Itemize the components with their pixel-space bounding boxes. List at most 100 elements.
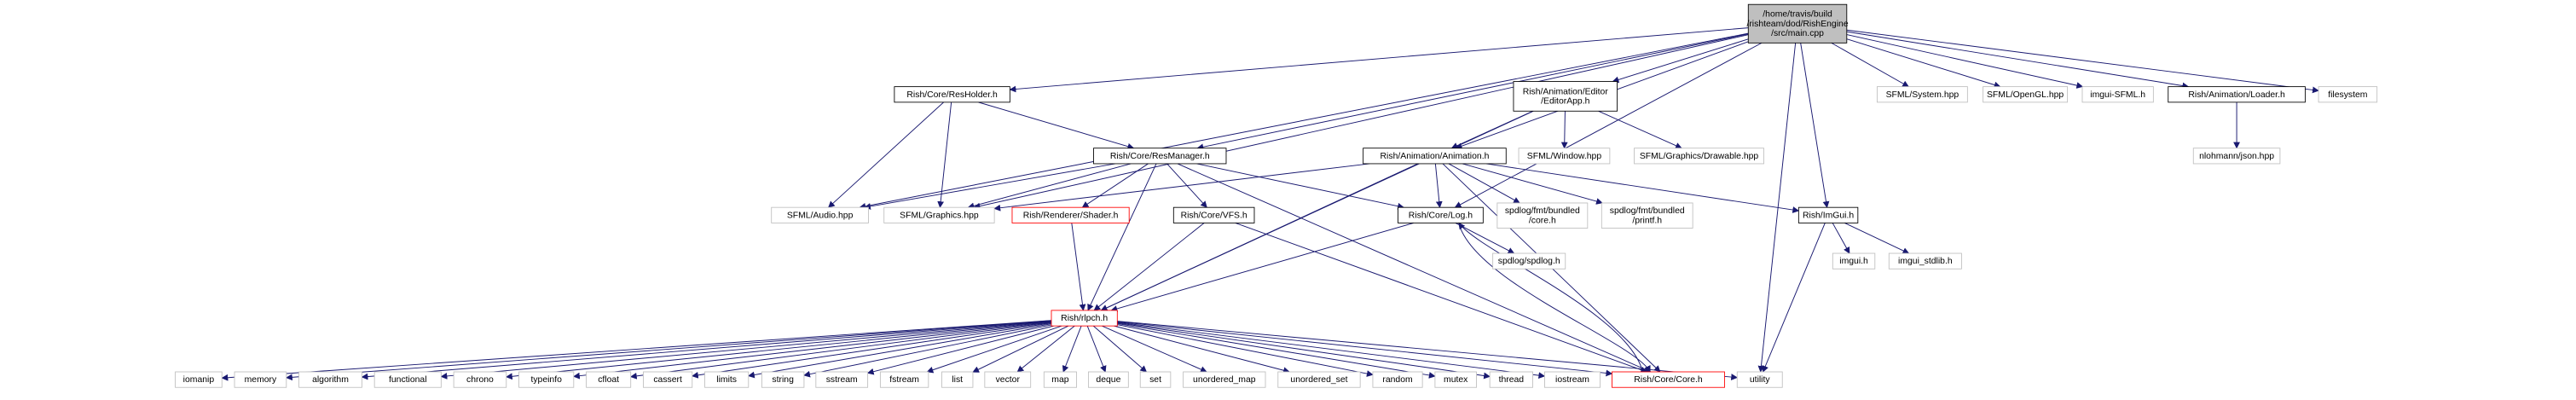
node-fmt-printf: spdlog/fmt/bundled/printf.h <box>1601 202 1693 229</box>
edge-imgui_h-to-imgui_stdlib <box>1844 222 1910 254</box>
node-iomanip: iomanip <box>175 371 223 388</box>
node-deque: deque <box>1088 371 1129 388</box>
node-box <box>1983 86 2069 103</box>
node-box <box>1518 148 1611 165</box>
node-resholder[interactable]: Rish/Core/ResHolder.h <box>894 86 1010 103</box>
edge-animation-to-rlpch <box>1100 163 1418 311</box>
edge-imgui_h-to-utility <box>1762 223 1826 373</box>
node-box <box>1489 371 1533 388</box>
edge-resmanager-to-sfml_graphics <box>967 163 1132 210</box>
edge-resmanager-to-sfml_audio <box>864 163 1116 210</box>
edge-animation-to-sfml_graphics <box>993 163 1370 212</box>
edge-main-to-filesystem <box>1846 29 2319 94</box>
node-label: mutex <box>1444 375 1468 385</box>
edge-rlpch-to-random <box>1117 324 1374 377</box>
node-main[interactable]: /home/travis/build/rishteam/dod/RishEngi… <box>1746 3 1849 43</box>
node-sfml-opengl: SFML/OpenGL.hpp <box>1983 86 2069 103</box>
edge-main-to-sfml_graphics <box>973 34 1749 210</box>
edge-editorapp-to-sfml_drawable <box>1598 110 1682 149</box>
edge-rlpch-to-memory <box>286 320 1052 381</box>
edge-rlpch-to-string <box>803 324 1052 378</box>
edge-main-to-loader <box>1846 31 2190 90</box>
node-random: random <box>1372 371 1423 388</box>
node-label: deque <box>1096 375 1120 385</box>
node-label: Rish/Core/Core.h <box>1634 375 1703 385</box>
node-label: SFML/System.hpp <box>1886 90 1959 100</box>
node-sfml-system: SFML/System.hpp <box>1876 86 1968 103</box>
node-label: unordered_set <box>1290 375 1347 385</box>
node-core[interactable]: Rish/Core/Core.h <box>1612 371 1725 388</box>
node-label: set <box>1149 375 1161 385</box>
node-label: Rish/Animation/Loader.h <box>2188 90 2285 100</box>
node-string: string <box>761 371 805 388</box>
node-box <box>1496 202 1589 229</box>
node-label: /src/main.cpp <box>1771 29 1824 38</box>
node-label: unordered_map <box>1193 375 1256 385</box>
node-vector: vector <box>984 371 1032 388</box>
node-cassert: cassert <box>643 371 693 388</box>
node-label: cassert <box>653 375 682 385</box>
edge-rlpch-to-vector <box>1016 325 1075 373</box>
node-sfml-graphics: SFML/Graphics.hpp <box>883 206 995 223</box>
edge-main-to-sfml_opengl <box>1846 38 2001 89</box>
node-label: spdlog/fmt/bundled <box>1505 206 1580 216</box>
node-resmanager[interactable]: Rish/Core/ResManager.h <box>1093 148 1227 165</box>
edge-rlpch-to-list <box>972 325 1069 373</box>
edge-rlpch-to-utility <box>1117 321 1739 380</box>
node-fstream: fstream <box>879 371 929 388</box>
node-label: thread <box>1499 375 1525 385</box>
node-label: SFML/OpenGL.hpp <box>1987 90 2064 100</box>
node-label: functional <box>389 375 427 385</box>
edge-rlpch-to-functional <box>440 321 1052 380</box>
node-box <box>1398 206 1484 223</box>
node-box <box>586 371 632 388</box>
node-label: chrono <box>466 375 494 385</box>
node-label: /printf.h <box>1632 216 1662 225</box>
edge-animation-to-imgui_h <box>1485 163 1800 213</box>
node-box <box>2192 148 2281 165</box>
node-box <box>704 371 750 388</box>
node-box <box>1888 252 1962 270</box>
node-box <box>894 86 1010 103</box>
node-log[interactable]: Rish/Core/Log.h <box>1398 206 1484 223</box>
node-box <box>1088 371 1129 388</box>
node-label: map <box>1051 375 1068 385</box>
node-label: /rishteam/dod/RishEngine <box>1746 20 1848 29</box>
edge-vfs-to-rlpch <box>1093 223 1205 311</box>
node-box <box>883 206 995 223</box>
edge-resholder-to-sfml_graphics <box>937 101 952 208</box>
node-label: Rish/ImGui.h <box>1803 211 1854 220</box>
node-label: /EditorApp.h <box>1541 97 1589 107</box>
node-animation[interactable]: Rish/Animation/Animation.h <box>1363 148 1507 165</box>
edge-main-to-resmanager <box>1196 33 1749 151</box>
node-sfml-drawable: SFML/Graphics/Drawable.hpp <box>1634 148 1764 165</box>
edge-rlpch-to-algorithm <box>361 320 1052 380</box>
edge-imgui_h-to-imgui <box>1832 223 1850 254</box>
edge-resmanager-to-rlpch <box>1087 163 1157 311</box>
edge-main-to-log <box>1454 42 1763 208</box>
node-editorapp[interactable]: Rish/Animation/Editor/EditorApp.h <box>1513 81 1618 112</box>
node-label: algorithm <box>312 375 349 385</box>
edge-rlpch-to-iomanip <box>221 320 1052 381</box>
node-rlpch[interactable]: Rish/rlpch.h <box>1051 310 1118 327</box>
edge-main-to-sfml_system <box>1831 42 1909 88</box>
node-imgui-h[interactable]: Rish/ImGui.h <box>1797 206 1859 223</box>
node-algorithm: algorithm <box>298 371 362 388</box>
edge-rlpch-to-chrono <box>506 321 1052 380</box>
edge-rlpch-to-thread <box>1117 322 1491 380</box>
edge-main-to-imgui_h <box>1800 43 1830 208</box>
node-label: utility <box>1750 375 1771 385</box>
node-nlohmann: nlohmann/json.hpp <box>2192 148 2281 165</box>
node-label: cfloat <box>598 375 619 385</box>
node-box <box>1434 371 1477 388</box>
node-label: Rish/Animation/Animation.h <box>1381 152 1490 161</box>
node-loader[interactable]: Rish/Animation/Loader.h <box>2168 86 2306 103</box>
node-vfs[interactable]: Rish/Core/VFS.h <box>1172 206 1255 223</box>
edge-rlpch-to-cfloat <box>629 322 1052 380</box>
node-mutex: mutex <box>1434 371 1477 388</box>
node-label: limits <box>716 375 737 385</box>
node-shader[interactable]: Rish/Renderer/Shader.h <box>1011 206 1130 223</box>
node-label: Rish/Renderer/Shader.h <box>1023 211 1119 220</box>
node-box <box>2318 86 2378 103</box>
node-imgui: imgui.h <box>1832 252 1876 270</box>
